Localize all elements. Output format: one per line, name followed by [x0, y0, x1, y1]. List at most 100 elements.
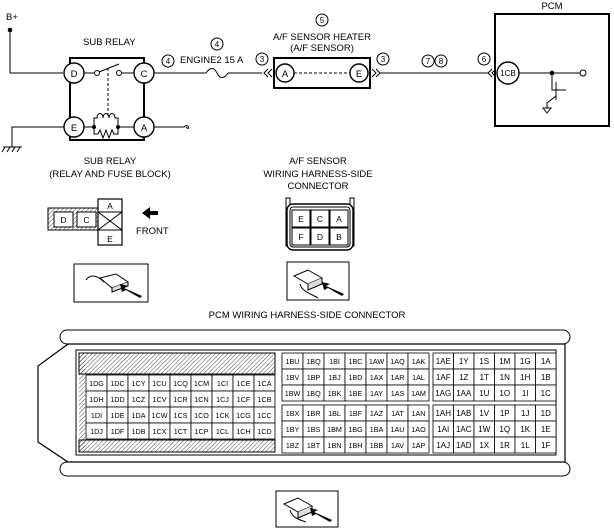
pcm-pin-cell: [535, 384, 557, 402]
sub-relay-caption-line1: SUB RELAY: [84, 156, 137, 167]
ground-hatch-4: [16, 146, 21, 153]
sensor-pin-a-label: A: [336, 214, 342, 224]
pcm-pin-label: 1CI: [217, 379, 228, 388]
pcm-pin-label: 1AE: [436, 357, 451, 366]
relay-connector-pin-c-label: C: [83, 215, 89, 225]
pcm-pin-label: 1CS: [174, 411, 188, 420]
pcm-pin-label: 1DJ: [90, 427, 103, 436]
pcm-pin-label: 1R: [500, 441, 510, 450]
pcm-pin-label: 1F: [541, 441, 550, 450]
pcm-pin-label: 1BS: [307, 425, 321, 434]
pcm-pin-label: 1BW: [285, 389, 301, 398]
pcm-pin-label: 1CO: [194, 411, 209, 420]
relay-terminal-c-label: C: [141, 69, 148, 80]
pcm-transistor-collector: [551, 73, 556, 91]
pcm-pin-label: 1AB: [456, 409, 471, 418]
pcm-pin-label: 1CJ: [216, 395, 229, 404]
pcm-pin-cell: [535, 436, 557, 454]
ground-hatch-1: [1, 146, 6, 153]
pcm-pin-label: 1O: [499, 389, 510, 398]
sensor-pin-e-label: E: [298, 214, 304, 224]
pcm-pin-label: 1AC: [456, 425, 472, 434]
pcm-hatch-top: [78, 352, 276, 375]
pcm-pin-label: 1CC: [257, 411, 271, 420]
pcm-pin-label: 1CV: [153, 395, 167, 404]
callout-6: [477, 52, 491, 66]
callout-8: [434, 54, 448, 68]
pcm-pin-label: 1AK: [412, 357, 426, 366]
pcm-pin-label: 1I: [522, 389, 529, 398]
relay-connector-body: [97, 198, 123, 246]
sensor-pin-d-label: D: [317, 232, 323, 242]
pcm-pin-label: 1BQ: [306, 357, 321, 366]
relay-contact-right: [116, 70, 122, 76]
ground-hatch-2: [6, 146, 11, 153]
pcm-pin-label: 1L: [521, 441, 530, 450]
pcm-probe-illustration: [275, 490, 339, 528]
relay-connector-pin-d-label: D: [60, 215, 66, 225]
pcm-pin-label: 1AY: [370, 389, 383, 398]
pcm-pin-label: 1BX: [286, 409, 300, 418]
callout-4b: [210, 37, 224, 51]
relay-probe-plug-side: [111, 282, 129, 293]
pcm-pin-label: 1C: [541, 389, 551, 398]
ground-hatch-3: [11, 146, 16, 153]
pcm-pin-label: 1W: [478, 425, 490, 434]
front-label: FRONT: [136, 226, 169, 237]
pcm-pin-label: 1AH: [435, 409, 451, 418]
relay-contact-left: [94, 70, 100, 76]
pcm-pin-label: 1AT: [391, 409, 404, 418]
pcm-pin-label: 1AL: [412, 373, 425, 382]
pcm-pin-label: 1BA: [370, 425, 384, 434]
relay-a-wire: [154, 125, 189, 129]
sensor-pin-a: [329, 209, 349, 228]
pcm-pin-label: 1AI: [437, 425, 449, 434]
pcm-pin-label: 1AF: [436, 373, 451, 382]
sensor-pin-f-label: F: [298, 232, 303, 242]
pcm-pin-label: 1BG: [348, 425, 363, 434]
pcm-pin-label: 1BJ: [328, 373, 341, 382]
pcm-pin-label: 1BE: [349, 389, 363, 398]
sensor-pin-b-label: B: [336, 232, 342, 242]
pcm-pin-label: 1D: [541, 409, 551, 418]
pcm-pin-label: 1CG: [236, 411, 251, 420]
pcm-pin-label: 1AD: [456, 441, 472, 450]
sensor-terminal-e-label: E: [356, 69, 362, 80]
pcm-label: PCM: [541, 1, 562, 12]
pcm-pin-label: 1CF: [237, 395, 251, 404]
pcm-pin-label: 1V: [479, 409, 489, 418]
fuse-symbol: [205, 68, 229, 78]
sensor-probe-illustration: [286, 261, 350, 301]
pcm-pin-label: 1BP: [307, 373, 321, 382]
callout-3a: [255, 52, 269, 66]
pcm-pin-label: 1DD: [110, 395, 124, 404]
connector-chevron-sensor-left: [263, 68, 273, 78]
pcm-transistor-emitter: [546, 95, 557, 108]
pcm-connector-top-rail: [59, 329, 571, 345]
pcm-pin-label: 1BN: [328, 441, 342, 450]
pcm-pin-label: 1DB: [132, 427, 146, 436]
pcm-pin-label: 1CQ: [173, 379, 188, 388]
connector-chevron-sensor-right: [371, 68, 381, 78]
pcm-pin-label: 1S: [479, 357, 489, 366]
pcm-pin-label: 1CY: [132, 379, 146, 388]
sensor-pin-c-label: C: [317, 214, 323, 224]
pcm-pin-label: 1M: [499, 357, 510, 366]
pcm-pin-label: 1BU: [286, 357, 300, 366]
pcm-pin-label: 1CP: [195, 427, 209, 436]
pcm-hatch-bottom: [78, 439, 276, 453]
heater-label-line1: A/F SENSOR HEATER: [273, 32, 371, 43]
pcm-pin-label: 1DC: [110, 379, 124, 388]
pcm-pin-label: 1H: [520, 373, 530, 382]
pcm-pin-label: 1BV: [286, 373, 300, 382]
callout-5-label: 5: [320, 16, 325, 25]
pcm-pin-label: 1AW: [369, 357, 385, 366]
pcm-pin-label: 1AA: [456, 389, 472, 398]
pcm-pin-label: 1AN: [412, 409, 426, 418]
relay-probe-illustration: [73, 263, 149, 303]
pcm-pin-label: 1CU: [152, 379, 166, 388]
pcm-pin-label: 1DE: [111, 411, 125, 420]
